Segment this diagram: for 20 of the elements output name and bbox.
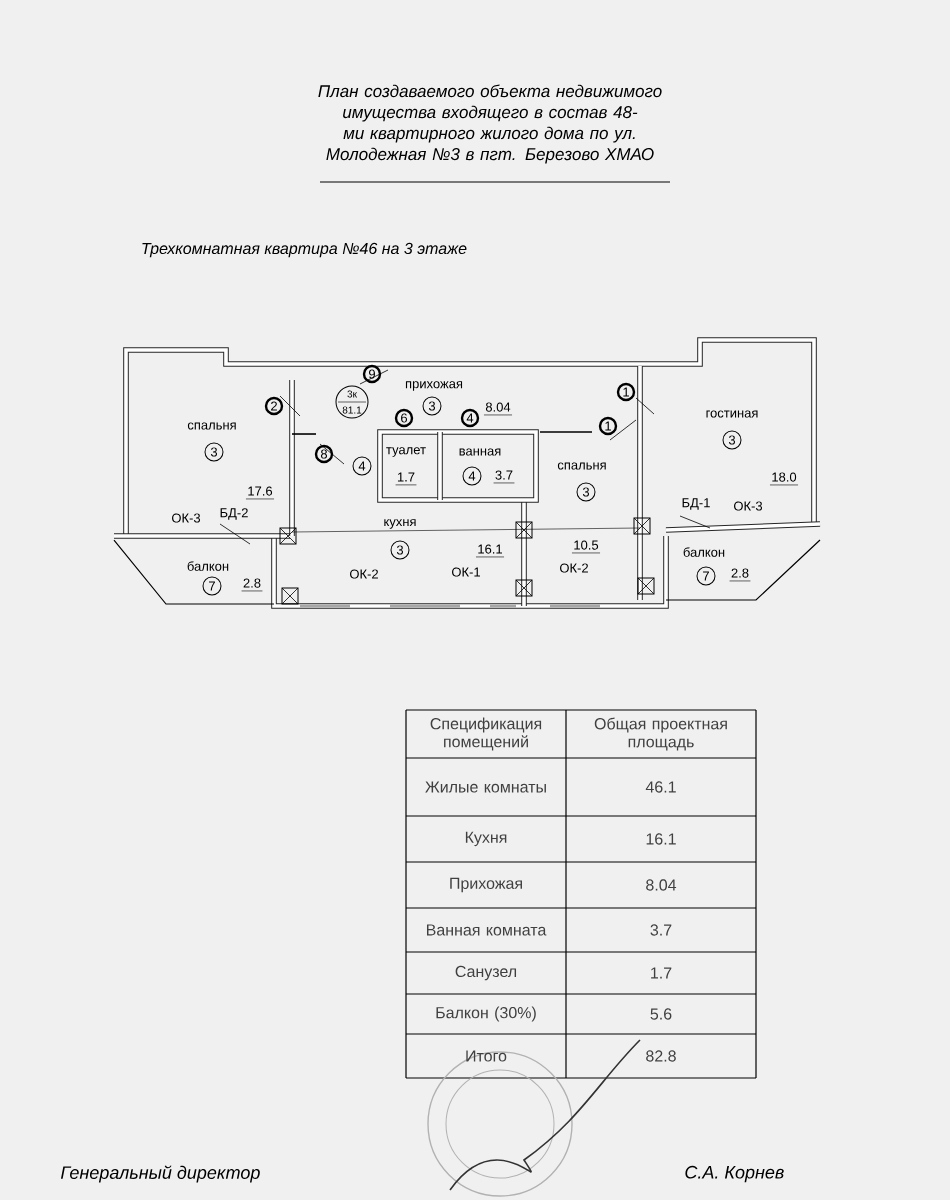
table-cell: 8.04: [646, 879, 677, 891]
table-cell: 3.7: [650, 924, 672, 936]
signatory-name: С.А. Корнев: [685, 1165, 784, 1183]
heading: План создаваемого объекта недвижимого имущества входящего в состав 48-ми квартирного жилого дома по ул. Молодежная №3 в пгт. Березово ХМАО: [318, 84, 662, 164]
table-cell: Итого: [466, 1050, 507, 1062]
table-cell: Балкон (30%): [436, 1006, 536, 1022]
table-cell: 16.1: [646, 833, 676, 845]
table-cell: Спецификация помещений: [430, 717, 542, 751]
table-cell: Жилые комнаты: [425, 781, 546, 793]
signatory-title: Генеральный директор: [60, 1165, 260, 1183]
table-cell: 1.7: [651, 967, 672, 979]
table-cell: Санузел: [455, 965, 517, 981]
table-cell: Прихожая: [450, 877, 522, 893]
table-cell: Кухня: [465, 831, 507, 847]
table-cell: 82.8: [646, 1050, 676, 1062]
table-cell: 5.6: [650, 1008, 672, 1020]
table-cell: Общая проектная площадь: [594, 717, 727, 751]
table-cell: 46.1: [645, 781, 676, 793]
table-cell: Ванная комната: [427, 924, 547, 936]
subheading: Трехкомнатная квартира №46 на 3 этаже: [142, 242, 467, 258]
